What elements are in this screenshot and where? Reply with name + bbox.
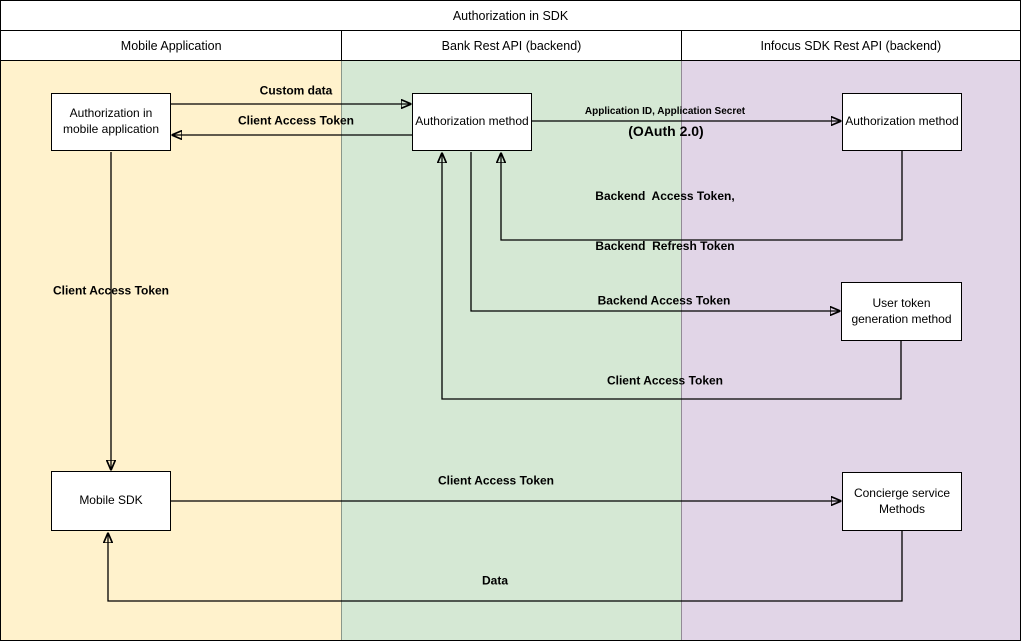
edge-label-client-access-token-return: Client Access Token (606, 373, 724, 388)
edge-label-backend-access-token: Backend Access Token (597, 293, 731, 308)
node-concierge-service-methods: Concierge service Methods (842, 472, 962, 531)
lane-header-mobile-application: Mobile Application (120, 38, 222, 53)
edge-label-line: Backend Access Token, (595, 188, 735, 203)
edge-label-custom-data: Custom data (259, 83, 333, 98)
node-label: Authorization in mobile application (62, 106, 160, 136)
lane-header-bank-rest-api: Bank Rest API (backend) (341, 31, 680, 60)
edge-label-application-id-secret: Application ID, Application Secret (584, 106, 746, 117)
node-label: User token generation method (851, 295, 952, 326)
edge-label-client-access-token-to-app: Client Access Token (237, 113, 355, 128)
node-authorization-method-bank: Authorization method (412, 93, 532, 151)
edge-label-client-access-token-down: Client Access Token (52, 283, 170, 298)
node-label: Authorization method (415, 114, 529, 129)
lane-header-band: Mobile Application Bank Rest API (backen… (1, 31, 1020, 61)
edge-label-backend-tokens: Backend Access Token, Backend Refresh To… (595, 154, 734, 288)
diagram-title: Authorization in SDK (1, 1, 1020, 31)
edge-label-client-access-token-to-concierge: Client Access Token (437, 473, 555, 488)
node-label: Concierge service Methods (853, 485, 951, 516)
lane-header-infocus-sdk-rest-api: Infocus SDK Rest API (backend) (680, 31, 1020, 60)
node-authorization-method-sdk: Authorization method (842, 93, 962, 151)
node-label: Mobile SDK (79, 493, 143, 508)
edge-label-line: Backend Refresh Token (595, 238, 735, 253)
node-user-token-generation-method: User token generation method (841, 282, 962, 341)
edge-label-oauth: (OAuth 2.0) (628, 123, 704, 140)
node-authorization-in-mobile-application: Authorization in mobile application (51, 93, 171, 151)
edge-label-data: Data (481, 573, 509, 588)
node-mobile-sdk: Mobile SDK (51, 471, 171, 531)
node-label: Authorization method (845, 114, 959, 129)
